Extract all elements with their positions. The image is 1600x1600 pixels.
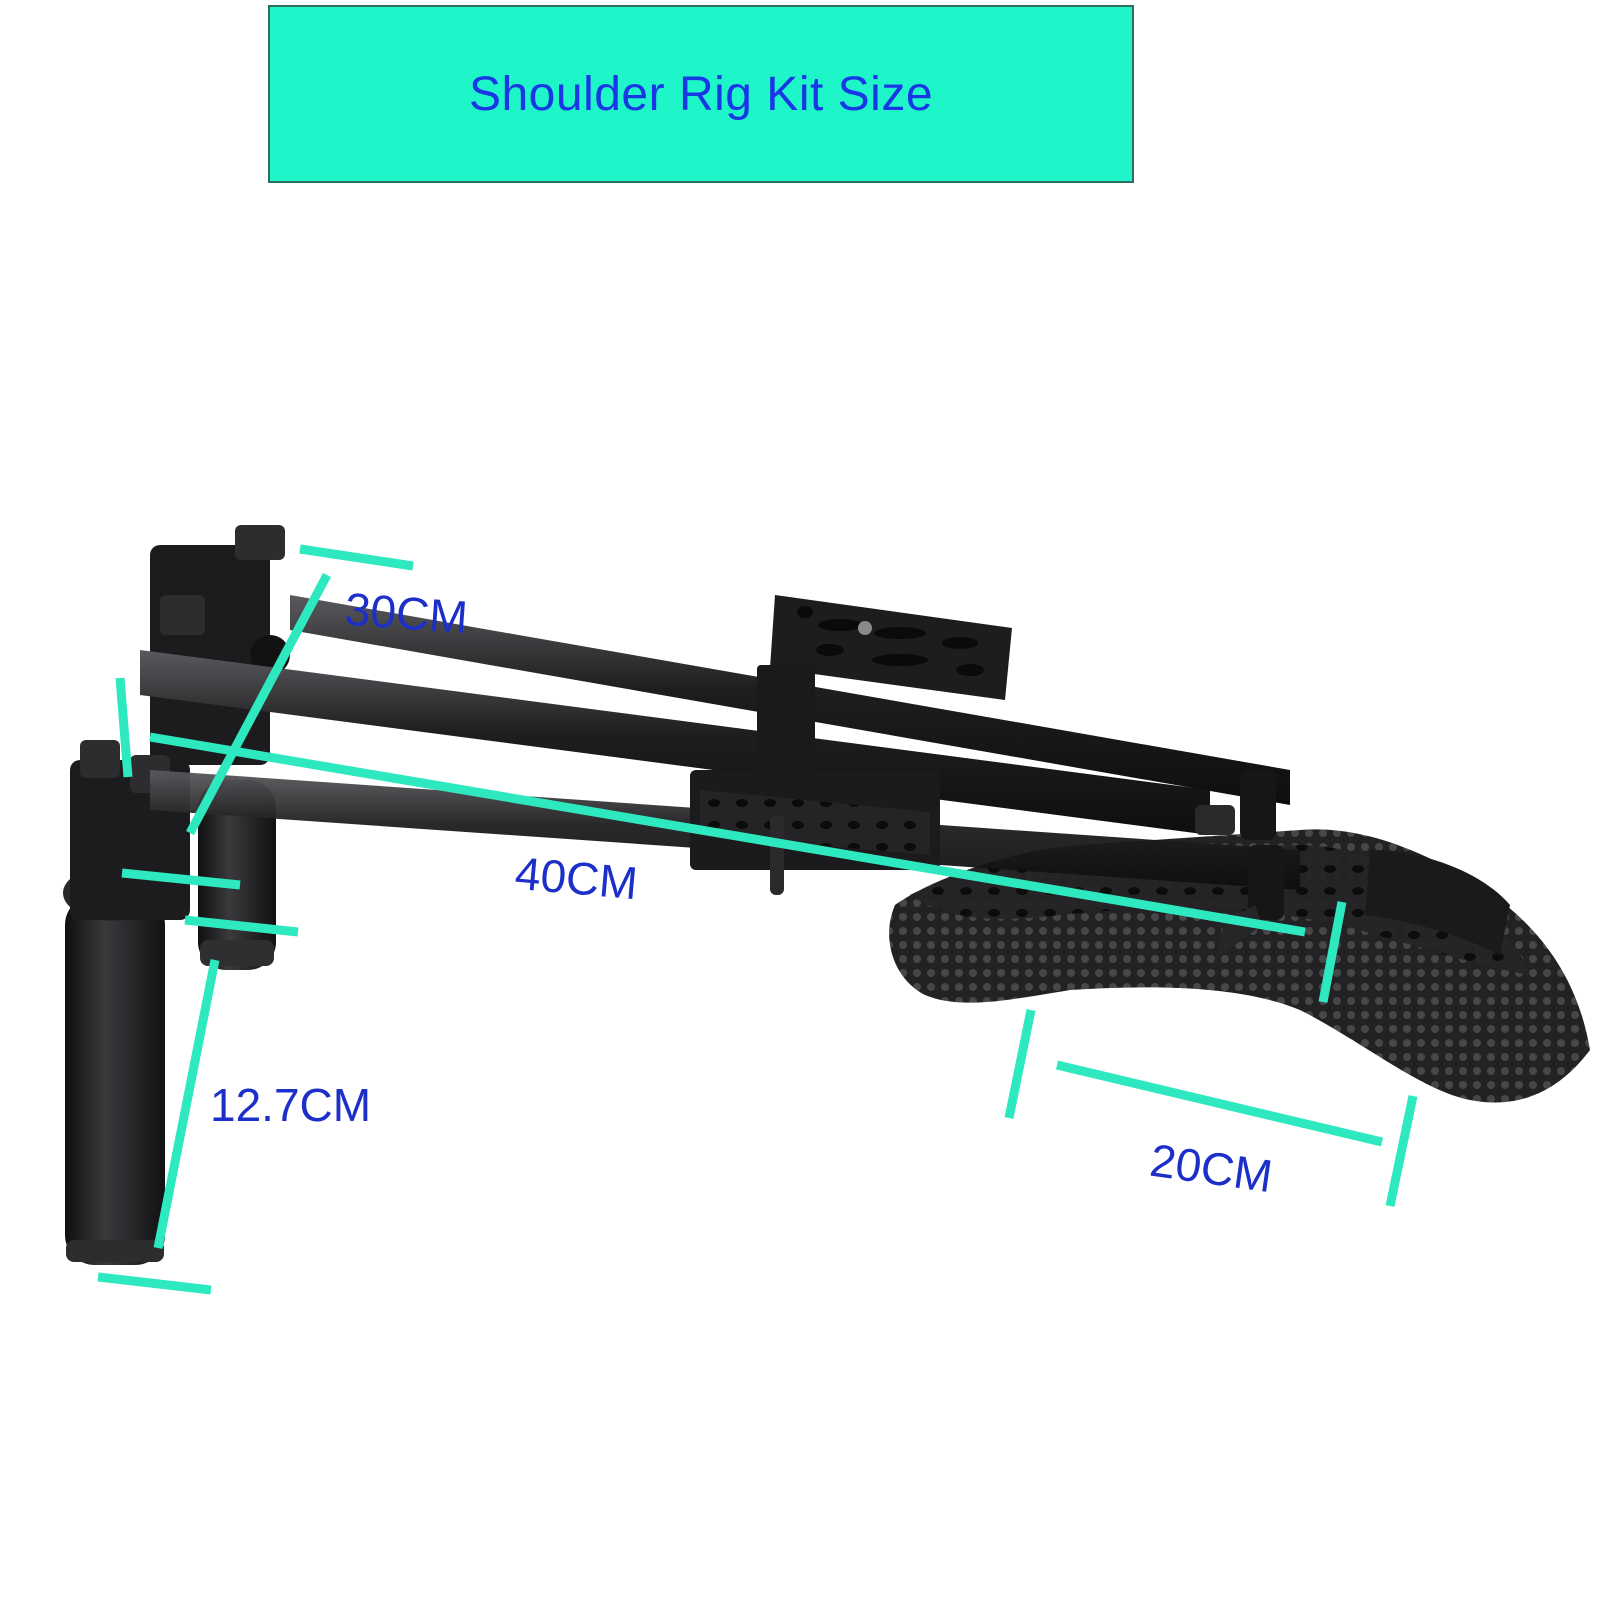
title-banner: Shoulder Rig Kit Size bbox=[268, 5, 1134, 183]
dim-line-20cm-right-tick bbox=[1385, 1095, 1418, 1207]
title-text: Shoulder Rig Kit Size bbox=[468, 67, 934, 121]
dim-line-30cm bbox=[186, 572, 331, 836]
rear-clamps bbox=[1195, 770, 1284, 960]
shoulder-pad bbox=[889, 829, 1590, 1103]
dim-line-40cm-left-tick bbox=[115, 677, 133, 778]
dim-line-40cm-right-tick bbox=[1318, 901, 1347, 1003]
dim-line-20cm-left-tick bbox=[1004, 1009, 1036, 1119]
front-handle-grip bbox=[63, 865, 167, 1265]
dim-line-handle-bottom-tick bbox=[97, 1272, 212, 1295]
dim-line-handle-top-tick-a bbox=[121, 868, 241, 890]
dim-line-handle-top-tick-b bbox=[184, 915, 299, 937]
camera-plate bbox=[690, 595, 1012, 895]
dimension-label-12-7cm: 12.7CM bbox=[210, 1079, 372, 1131]
dimension-lines bbox=[97, 544, 1418, 1295]
dim-line-40cm bbox=[149, 732, 1306, 937]
dim-line-12-7cm bbox=[153, 959, 220, 1249]
dim-line-30cm-top-tick bbox=[299, 544, 414, 571]
dimension-label-30cm: 30CM bbox=[343, 582, 470, 644]
dimension-label-40cm: 40CM bbox=[512, 846, 640, 910]
dim-line-20cm bbox=[1055, 1060, 1384, 1147]
